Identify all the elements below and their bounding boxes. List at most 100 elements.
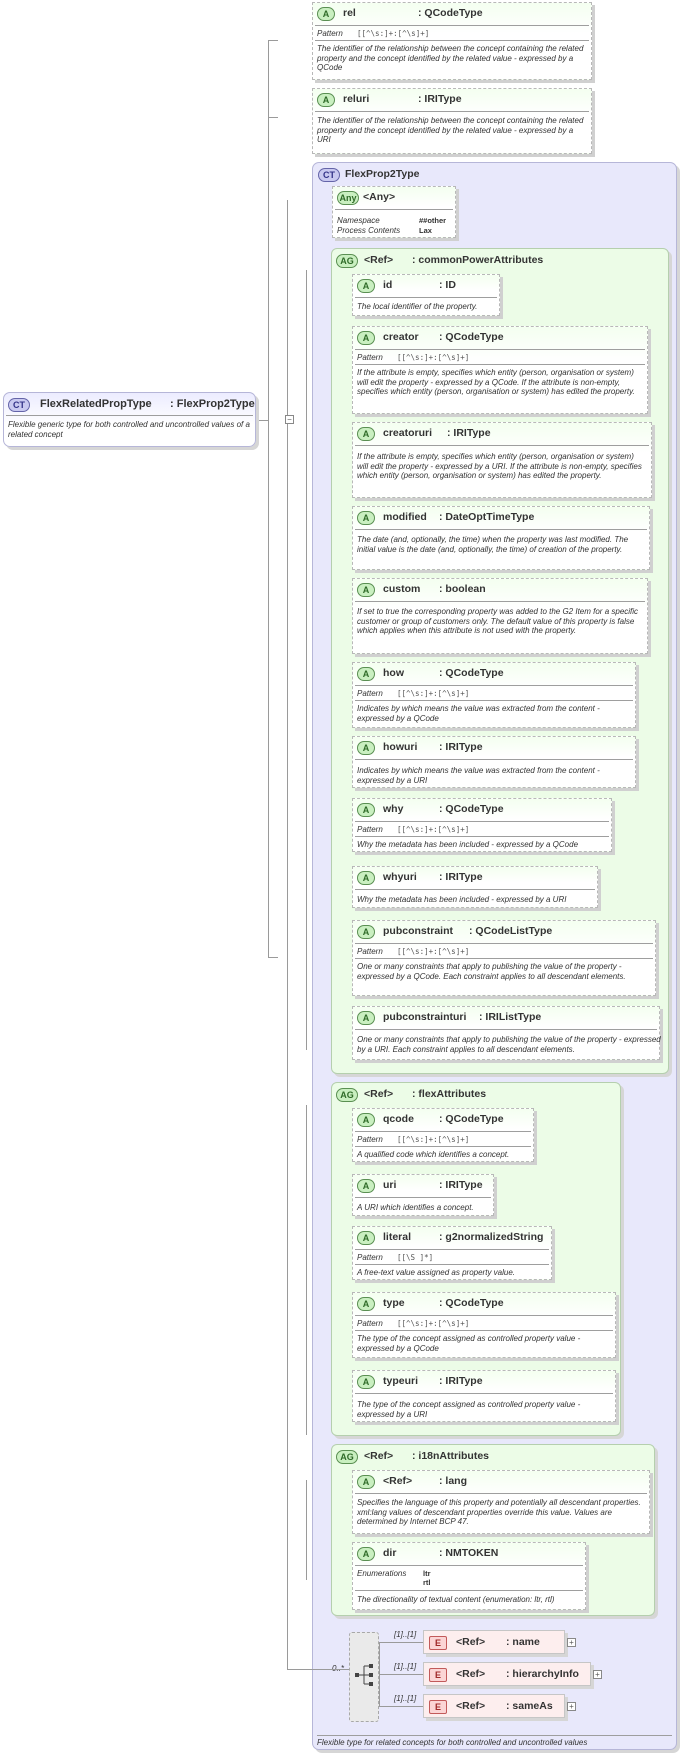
attribute-description: The type of the concept assigned as cont… bbox=[357, 1334, 581, 1353]
attribute-modified[interactable]: A modified : DateOptTimeType The date (a… bbox=[352, 506, 650, 570]
pattern-value: [[^\s:]+:[^\s]+] bbox=[397, 825, 470, 834]
enumerations-label: Enumerations bbox=[357, 1569, 407, 1578]
attribute-creator[interactable]: A creator : QCodeType Pattern [[^\s:]+:[… bbox=[352, 326, 648, 414]
divider bbox=[355, 1131, 531, 1132]
attribute-name: uri bbox=[383, 1179, 397, 1191]
attribute-type: : ID bbox=[439, 279, 456, 291]
attribute-icon: A bbox=[357, 511, 375, 525]
attribute-creatoruri[interactable]: A creatoruri : IRIType If the attribute … bbox=[352, 422, 652, 498]
attribute-group-icon: AG bbox=[336, 254, 358, 268]
collapse-icon[interactable]: − bbox=[285, 415, 294, 424]
attribute-whyuri[interactable]: A whyuri : IRIType Why the metadata has … bbox=[352, 866, 598, 908]
attribute-type: : IRIType bbox=[439, 1179, 483, 1191]
divider bbox=[6, 415, 253, 416]
enumeration-value: rtl bbox=[423, 1578, 431, 1587]
root-type-name: FlexRelatedPropType bbox=[40, 398, 152, 410]
element-ref: <Ref> bbox=[456, 1700, 486, 1712]
pattern-label: Pattern bbox=[357, 353, 383, 362]
attribute-type: : boolean bbox=[439, 583, 486, 595]
attribute-group-name: : commonPowerAttributes bbox=[412, 254, 544, 266]
attribute-icon: A bbox=[357, 1113, 375, 1127]
pattern-value: [[^\s:]+:[^\s]+] bbox=[357, 29, 430, 38]
attribute-name: literal bbox=[383, 1231, 412, 1243]
attribute-uri[interactable]: A uri : IRIType A URI which identifies a… bbox=[352, 1174, 494, 1216]
attribute-icon: A bbox=[357, 1297, 375, 1311]
divider bbox=[355, 958, 653, 959]
element-hierarchyinfo[interactable]: E <Ref> : hierarchyInfo bbox=[423, 1662, 591, 1686]
attribute-name: howuri bbox=[383, 741, 418, 753]
attribute-type[interactable]: A type : QCodeType Pattern [[^\s:]+:[^\s… bbox=[352, 1292, 616, 1358]
attribute-icon: A bbox=[357, 925, 375, 939]
attribute-name: pubconstrainturi bbox=[383, 1011, 467, 1023]
divider bbox=[335, 209, 453, 210]
attribute-literal[interactable]: A literal : g2normalizedString Pattern [… bbox=[352, 1226, 552, 1280]
element-cardinality: [1]..[1] bbox=[394, 1630, 417, 1639]
attribute-type: : QCodeType bbox=[439, 1297, 504, 1309]
attribute-reluri[interactable]: A reluri : IRIType The identifier of the… bbox=[312, 88, 592, 154]
divider bbox=[355, 1590, 583, 1591]
divider bbox=[315, 111, 589, 112]
attribute-custom[interactable]: A custom : boolean If set to true the co… bbox=[352, 578, 648, 654]
attribute-icon: A bbox=[357, 331, 375, 345]
root-type-box[interactable]: CT FlexRelatedPropType : FlexProp2Type F… bbox=[3, 392, 256, 447]
attribute-why[interactable]: A why : QCodeType Pattern [[^\s:]+:[^\s]… bbox=[352, 798, 612, 852]
attribute-icon: A bbox=[357, 1547, 375, 1561]
attribute-icon: A bbox=[357, 1011, 375, 1025]
connector-common-v bbox=[306, 270, 307, 1050]
sequence-box[interactable] bbox=[349, 1632, 379, 1722]
attribute-how[interactable]: A how : QCodeType Pattern [[^\s:]+:[^\s]… bbox=[352, 662, 636, 728]
pattern-value: [[^\s:]+:[^\s]+] bbox=[397, 353, 470, 362]
element-ref: <Ref> bbox=[456, 1668, 486, 1680]
attribute-type: : IRIType bbox=[447, 427, 491, 439]
connector-to-rel bbox=[268, 40, 278, 41]
attribute-name: dir bbox=[383, 1547, 397, 1559]
attribute-description: Indicates by which means the value was e… bbox=[357, 766, 600, 785]
attribute-id[interactable]: A id : ID The local identifier of the pr… bbox=[352, 274, 500, 316]
attribute-qcode[interactable]: A qcode : QCodeType Pattern [[^\s:]+:[^\… bbox=[352, 1108, 534, 1162]
connector-to-reluri bbox=[268, 117, 278, 118]
expand-icon[interactable]: + bbox=[593, 1670, 602, 1679]
attribute-name: rel bbox=[343, 7, 356, 19]
expand-icon[interactable]: + bbox=[567, 1638, 576, 1647]
any-icon: Any bbox=[337, 191, 359, 205]
pattern-value: [[^\s:]+:[^\s]+] bbox=[397, 1319, 470, 1328]
pattern-value: [[^\s:]+:[^\s]+] bbox=[397, 689, 470, 698]
attribute-howuri[interactable]: A howuri : IRIType Indicates by which me… bbox=[352, 736, 636, 788]
any-attribute[interactable]: Any <Any> Namespace ##other Process Cont… bbox=[332, 186, 456, 238]
expand-icon[interactable]: + bbox=[567, 1702, 576, 1711]
attribute-description: One or many constraints that apply to pu… bbox=[357, 962, 626, 981]
complex-type-icon: CT bbox=[318, 168, 340, 182]
attribute-pubconstraint[interactable]: A pubconstraint : QCodeListType Pattern … bbox=[352, 920, 656, 996]
attribute-description: The identifier of the relationship betwe… bbox=[317, 44, 584, 72]
divider bbox=[355, 1565, 583, 1566]
connector-to-hierarchyinfo bbox=[379, 1674, 423, 1675]
divider bbox=[355, 601, 645, 602]
element-sameas[interactable]: E <Ref> : sameAs bbox=[423, 1694, 565, 1718]
connector-main-v bbox=[268, 40, 269, 958]
element-type: : hierarchyInfo bbox=[506, 1668, 579, 1680]
connector-ct-v bbox=[287, 200, 288, 1670]
attribute-dir[interactable]: A dir : NMTOKEN Enumerations ltr rtl The… bbox=[352, 1542, 586, 1610]
attribute-lang[interactable]: A <Ref> : lang Specifies the language of… bbox=[352, 1470, 650, 1534]
attribute-type: : QCodeType bbox=[439, 1113, 504, 1125]
attribute-pubconstrainturi[interactable]: A pubconstrainturi : IRIListType One or … bbox=[352, 1006, 661, 1060]
divider bbox=[355, 297, 497, 298]
sequence-icon bbox=[355, 1664, 373, 1686]
attribute-name: creator bbox=[383, 331, 419, 343]
attribute-group-ref: <Ref> bbox=[364, 1450, 394, 1462]
attribute-icon: A bbox=[357, 667, 375, 681]
attribute-icon: A bbox=[357, 583, 375, 597]
divider bbox=[317, 1735, 672, 1736]
divider bbox=[355, 1264, 549, 1265]
divider bbox=[355, 1029, 657, 1030]
attribute-group-name: : flexAttributes bbox=[412, 1088, 487, 1100]
attribute-typeuri[interactable]: A typeuri : IRIType The type of the conc… bbox=[352, 1370, 616, 1422]
attribute-name: <Ref> bbox=[383, 1475, 413, 1487]
attribute-rel[interactable]: A rel : QCodeType Pattern [[^\s:]+:[^\s]… bbox=[312, 2, 592, 80]
element-name[interactable]: E <Ref> : name bbox=[423, 1630, 565, 1654]
any-name: <Any> bbox=[363, 191, 396, 203]
pattern-label: Pattern bbox=[357, 1135, 383, 1144]
pattern-label: Pattern bbox=[357, 1253, 383, 1262]
divider bbox=[355, 943, 653, 944]
attribute-type: : IRIType bbox=[418, 93, 462, 105]
